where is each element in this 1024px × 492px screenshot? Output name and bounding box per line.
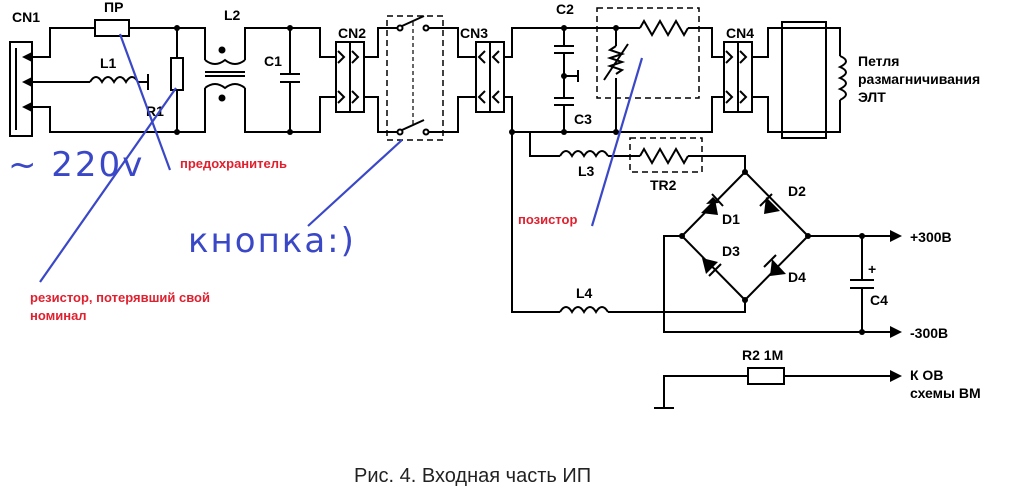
capacitor-c1 — [280, 25, 336, 135]
label-l2: L2 — [224, 7, 241, 23]
label-c2: C2 — [556, 1, 574, 17]
connector-cn4 — [723, 41, 753, 113]
bus-wiring — [504, 25, 619, 313]
connector-cn3 — [475, 41, 505, 113]
thermistor-tr2 — [629, 137, 746, 173]
label-loop-2: размагничивания — [858, 71, 980, 87]
connector-cn2 — [335, 41, 365, 113]
input-wiring — [32, 27, 180, 133]
degauss-loop — [752, 21, 847, 139]
label-kov-2: схемы ВМ — [910, 385, 981, 401]
label-d4: D4 — [788, 269, 806, 285]
inductor-l1 — [89, 74, 149, 90]
diode-bridge — [679, 169, 811, 303]
label-cn1: CN1 — [12, 9, 40, 25]
annotation-resistor-1: резистор, потерявший свой — [30, 290, 210, 305]
inductor-l3 — [559, 150, 640, 158]
label-loop-1: Петля — [858, 53, 899, 69]
posistor-module — [596, 7, 724, 133]
label-plus300: +300В — [910, 229, 952, 245]
hand-annotations: ~ 220v кнопка:) — [8, 33, 644, 283]
label-r2: R2 1M — [742, 347, 783, 363]
power-switch — [364, 15, 476, 141]
label-d2: D2 — [788, 183, 806, 199]
annotation-posistor: позистор — [518, 212, 577, 227]
label-loop-3: ЭЛТ — [858, 89, 886, 105]
label-l1: L1 — [100, 55, 117, 71]
diode-d4 — [763, 254, 786, 276]
label-kov-1: К ОВ — [910, 367, 943, 383]
label-pr: ПР — [104, 0, 123, 15]
fuse-pointer-line — [118, 33, 172, 171]
inductor-l4 — [559, 306, 690, 314]
hand-220v-text: ~ 220v — [8, 145, 144, 185]
resistor-pointer-line — [39, 87, 177, 283]
label-c1: C1 — [264, 53, 282, 69]
choke-l2 — [180, 27, 290, 133]
label-d1: D1 — [722, 211, 740, 227]
diode-d1 — [701, 193, 724, 215]
output-wiring — [663, 230, 902, 338]
label-d3: D3 — [722, 243, 740, 259]
label-cn4: CN4 — [726, 25, 754, 41]
connector-cn1 — [9, 41, 33, 137]
label-l3: L3 — [578, 163, 595, 179]
figure-caption: Рис. 4. Входная часть ИП — [354, 465, 591, 487]
label-cn3: CN3 — [460, 25, 488, 41]
resistor-r1 — [170, 25, 184, 135]
posistor-pointer-line — [590, 57, 644, 227]
label-l4: L4 — [576, 285, 593, 301]
diode-d2 — [759, 193, 780, 214]
label-minus300: -300В — [910, 325, 948, 341]
label-tr2: TR2 — [650, 177, 677, 193]
capacitors-c2-c3 — [554, 28, 579, 132]
annotation-resistor-2: номинал — [30, 308, 87, 323]
hand-button-text: кнопка:) — [188, 221, 356, 261]
resistor-r2-branch — [654, 367, 902, 409]
fuse-pr — [94, 19, 180, 37]
label-cn2: CN2 — [338, 25, 366, 41]
diode-d3 — [702, 258, 722, 277]
label-c4-plus: + — [868, 261, 876, 277]
button-pointer-line — [307, 139, 403, 227]
label-c3: C3 — [574, 111, 592, 127]
label-c4: C4 — [870, 292, 888, 308]
annotation-fuse: предохранитель — [180, 156, 287, 171]
